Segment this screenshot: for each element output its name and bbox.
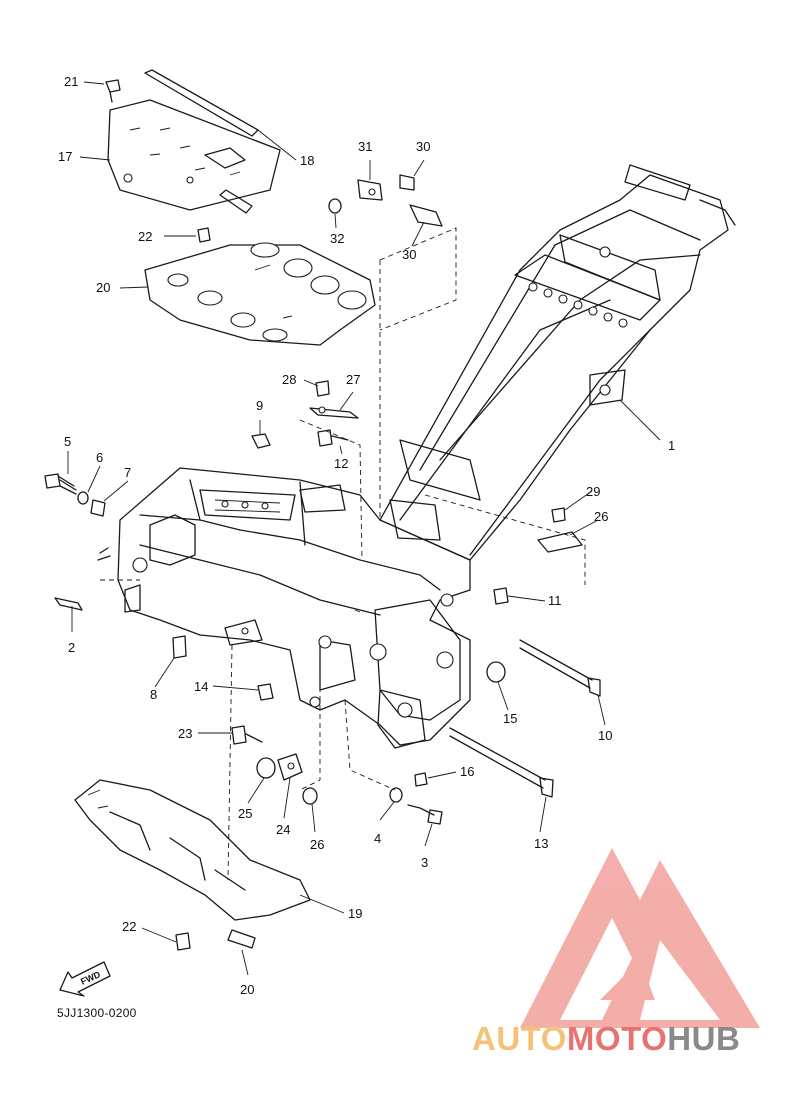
guard-plate-17 [107,99,281,211]
callout-13: 13 [534,836,548,851]
callout-5: 5 [64,434,71,449]
callout-32: 30 [416,139,430,154]
callout-labels: 21 17 18 22 20 31 30 32 30 28 27 9 12 1 … [58,74,675,997]
callout-31: 30 [402,247,416,262]
callout-3: 3 [421,855,428,870]
callout-18: 18 [300,153,314,168]
callout-8: 8 [150,687,157,702]
callout-9: 9 [256,398,263,413]
callout-25: 24 [276,822,290,837]
callout-17: 17 [58,149,72,164]
callout-14: 14 [194,679,208,694]
leader-lines [67,81,661,976]
brand-hub: HUB [667,1020,741,1057]
watermark-logo [520,848,760,1028]
callout-23: 22 [138,229,152,244]
callout-6: 6 [96,450,103,465]
callout-10: 10 [598,728,612,743]
callout-21: 20 [96,280,110,295]
callout-7: 7 [124,465,131,480]
bar-18 [144,69,259,214]
callout-33: 31 [358,139,372,154]
fasteners [44,79,601,951]
under-cover-19 [74,779,311,921]
callout-16: 16 [460,764,474,779]
callout-4: 4 [374,831,381,846]
callout-20: 20 [240,982,254,997]
fwd-label: FWD [79,969,102,987]
fwd-arrow-icon: FWD [59,961,111,997]
main-frame [97,467,471,749]
brand-auto: AUTO [472,1020,567,1057]
callout-30-top: 28 [282,372,296,387]
part-code-label: 5JJ1300-0200 [57,1006,137,1020]
callout-26: 25 [238,806,252,821]
callout-22-top: 21 [64,74,78,89]
callout-1: 1 [668,438,675,453]
callout-12: 12 [334,456,348,471]
callout-15: 15 [503,711,517,726]
watermark-brand-text: AUTOMOTOHUB [472,1020,740,1058]
callout-19: 19 [348,906,362,921]
callout-27: 26 [310,837,324,852]
callout-22-bottom: 22 [122,919,136,934]
callout-30-right: 29 [586,484,600,499]
brand-moto: MOTO [566,1020,668,1057]
callout-34: 32 [330,231,344,246]
guard-plate-21 [144,242,376,346]
callout-29: 27 [346,372,360,387]
callout-24: 23 [178,726,192,741]
callout-11: 11 [548,593,562,608]
rear-subframe [379,164,736,561]
callout-28: 26 [594,509,608,524]
callout-2: 2 [68,640,75,655]
